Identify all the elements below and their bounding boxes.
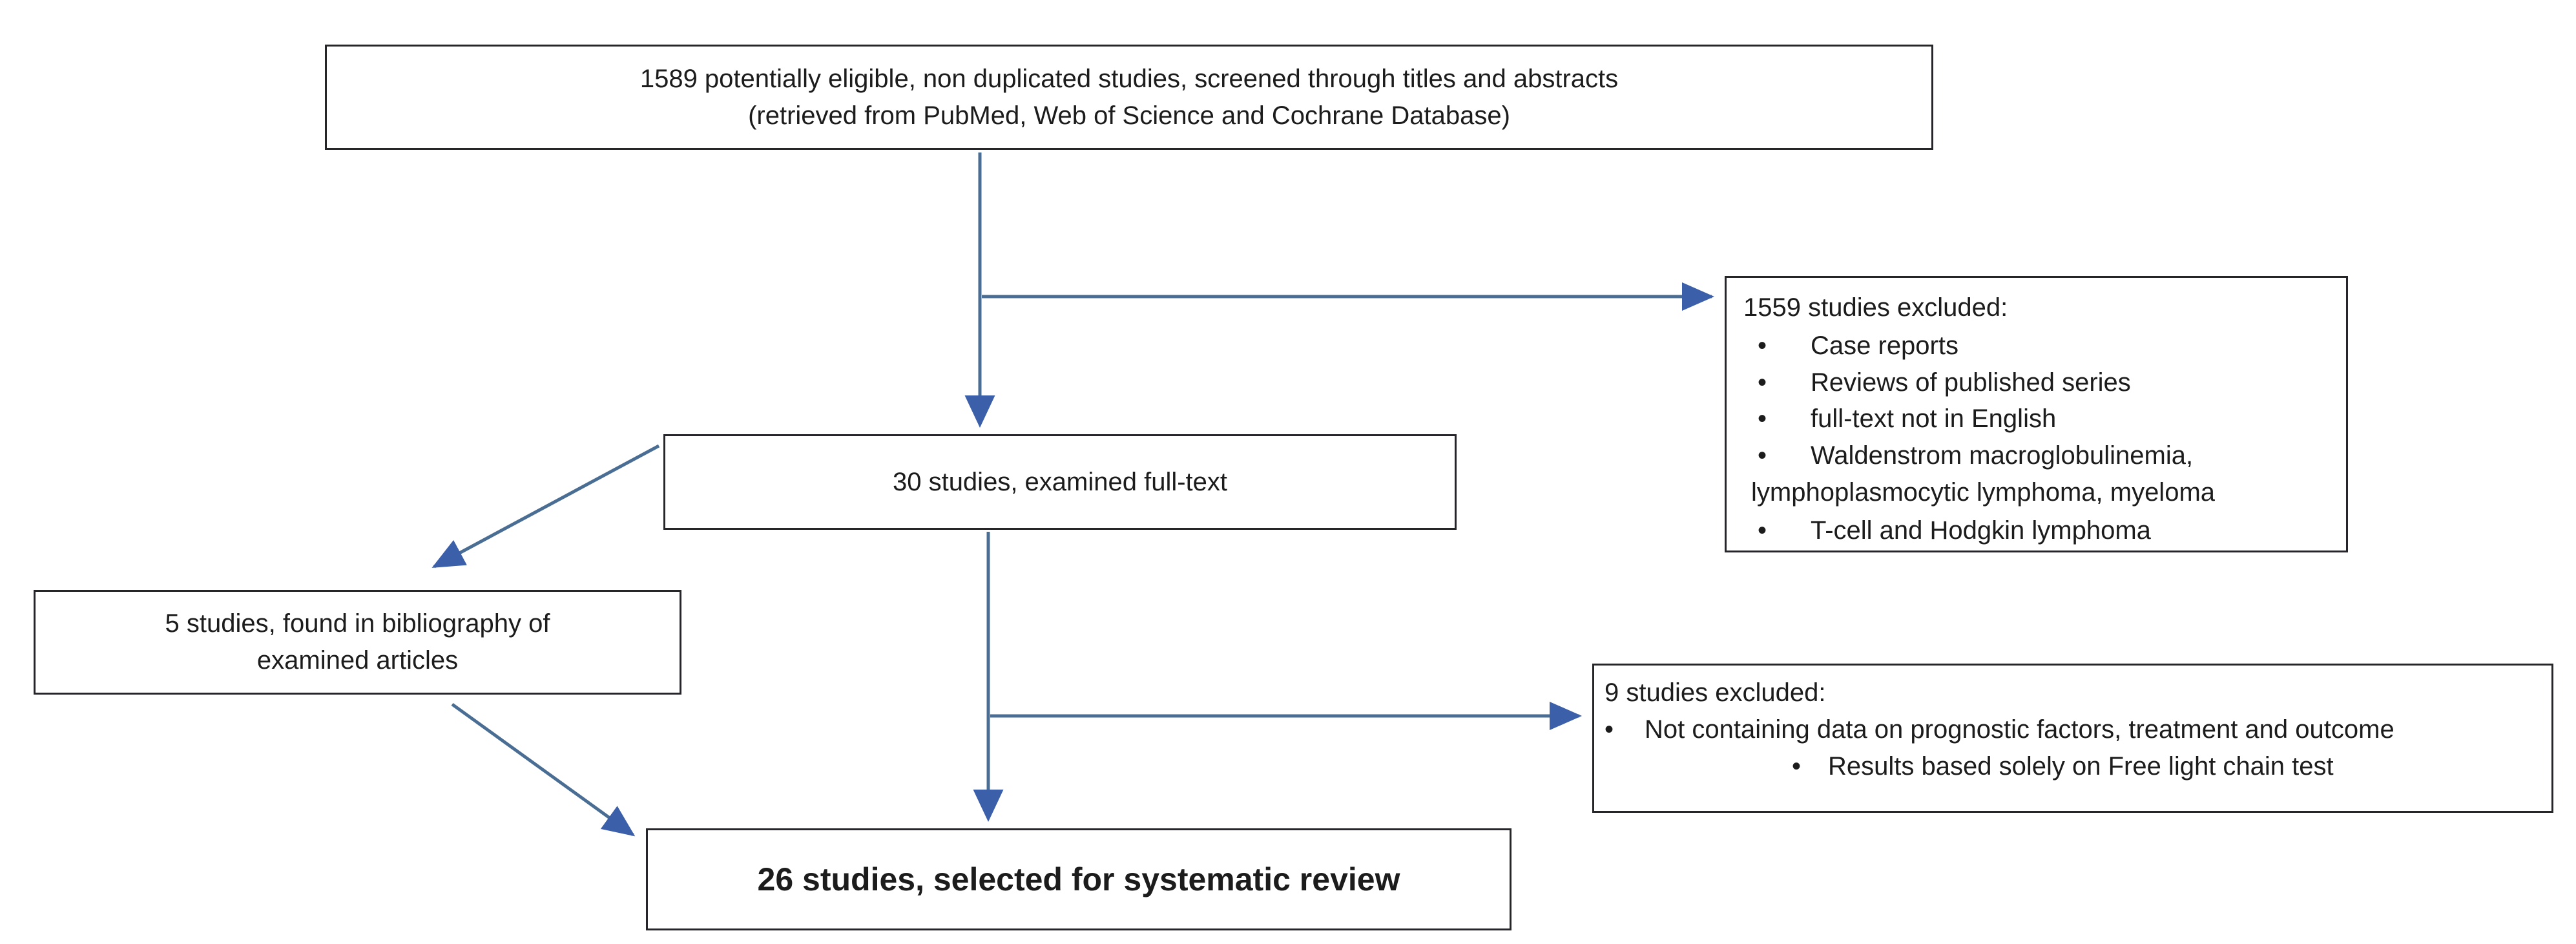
excluded-1559-item-label: T-cell and Hodgkin lymphoma: [1811, 516, 2151, 545]
selected-line-1: 26 studies, selected for systematic revi…: [757, 861, 1400, 897]
bullet-icon: •: [1758, 441, 1767, 470]
screened-line-1: 1589 potentially eligible, non duplicate…: [639, 64, 1619, 93]
full-text-examined-box: 30 studies, examined full-text: [663, 434, 1457, 530]
bullet-icon: •: [1792, 751, 1802, 781]
screened-line-2: (retrieved from PubMed, Web of Science a…: [748, 101, 1510, 130]
excluded-9-item-label: Not containing data on prognostic factor…: [1645, 715, 2394, 744]
fulltext-line-1: 30 studies, examined full-text: [892, 467, 1228, 496]
selected-studies-box: 26 studies, selected for systematic revi…: [646, 828, 1511, 930]
bullet-icon: •: [1758, 516, 1767, 545]
excluded-1559-item: • Reviews of published series: [1743, 364, 2346, 401]
bullet-icon: •: [1758, 368, 1767, 397]
excluded-1559-item-label: Waldenstrom macroglobulinemia,: [1811, 441, 2194, 470]
excluded-1559-continuation-line: lymphoplasmocytic lymphoma, myeloma: [1751, 477, 2216, 507]
biblio-to-selected-arrow: [451, 702, 636, 837]
bullet-icon: •: [1758, 404, 1767, 434]
excluded-1559-item: • T-cell and Hodgkin lymphoma: [1743, 512, 2346, 549]
excluded-1559-item: • Case reports: [1743, 328, 2346, 364]
excluded-9-item: • Results based solely on Free light cha…: [1605, 748, 2551, 785]
bullet-icon: •: [1605, 715, 1614, 744]
excluded-9-item-label: Results based solely on Free light chain…: [1828, 751, 2334, 781]
screened-studies-box: 1589 potentially eligible, non duplicate…: [325, 45, 1933, 150]
excluded-1559-box: 1559 studies excluded: • Case reports • …: [1725, 276, 2348, 552]
excluded-9-heading: 9 studies excluded:: [1605, 678, 1826, 707]
excluded-1559-item-label: Case reports: [1811, 331, 1958, 360]
excluded-1559-item: • Waldenstrom macroglobulinemia,: [1743, 437, 2346, 474]
excluded-1559-item: • full-text not in English: [1743, 401, 2346, 437]
excluded-1559-item-label: full-text not in English: [1811, 404, 2057, 434]
excluded-1559-item-label: Reviews of published series: [1811, 368, 2131, 397]
bibliography-studies-box: 5 studies, found in bibliography of exam…: [34, 590, 681, 695]
fulltext-to-biblio-arrow: [431, 444, 660, 569]
bullet-icon: •: [1758, 331, 1767, 360]
excluded-9-box: 9 studies excluded: • Not containing dat…: [1592, 664, 2553, 813]
excluded-9-item: • Not containing data on prognostic fact…: [1605, 711, 2551, 748]
biblio-line-1: 5 studies, found in bibliography of: [165, 609, 550, 638]
biblio-line-2: examined articles: [256, 646, 459, 675]
excluded-1559-heading: 1559 studies excluded:: [1743, 293, 2008, 322]
